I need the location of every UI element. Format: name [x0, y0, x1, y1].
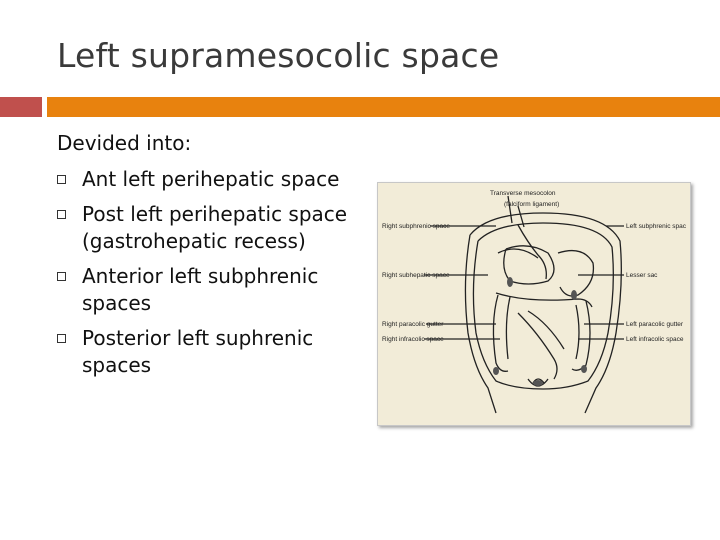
label-left-paracolic: Left paracolic gutter — [626, 321, 684, 328]
small-bowel-mesentery — [517, 312, 558, 380]
slide-title: Left supramesocolic space — [57, 36, 500, 75]
anatomy-diagram: Transverse mesocolon (falciform ligament… — [377, 182, 691, 426]
label-right-subhepatic: Right subhepatic space — [382, 272, 450, 279]
stomach-outline — [557, 249, 595, 297]
bullet-item: Anterior left subphrenic spaces — [57, 263, 357, 317]
bullet-text: Anterior left subphrenic spaces — [82, 264, 319, 315]
descending-colon — [571, 300, 591, 371]
liver-outline — [503, 245, 555, 285]
label-left-infracolic: Left infracolic space — [626, 336, 684, 343]
bullet-list: Ant left perihepatic space Post left per… — [57, 166, 357, 387]
transverse-colon — [495, 292, 593, 308]
square-bullet-icon — [57, 272, 66, 281]
title-accent-bar-red — [0, 97, 42, 117]
square-bullet-icon — [57, 175, 66, 184]
bullet-item: Posterior left suphrenic spaces — [57, 325, 357, 379]
label-right-subphrenic: Right subphrenic space — [382, 223, 450, 230]
bullet-text: Ant left perihepatic space — [82, 167, 340, 191]
label-falciform-ligament: (falciform ligament) — [504, 201, 559, 208]
peritoneal-lining — [472, 222, 614, 390]
ascending-colon — [492, 294, 509, 372]
label-lesser-sac: Lesser sac — [626, 272, 658, 279]
label-right-paracolic: Right paracolic gutter — [382, 321, 444, 328]
bullet-item: Post left perihepatic space (gastrohepat… — [57, 201, 357, 255]
bullet-text: Posterior left suphrenic spaces — [82, 326, 314, 377]
label-left-subphrenic: Left subphrenic spac — [626, 223, 687, 230]
title-accent-bar-orange — [47, 97, 720, 117]
square-bullet-icon — [57, 210, 66, 219]
square-bullet-icon — [57, 334, 66, 343]
falciform-ligament — [517, 224, 547, 280]
bullet-item: Ant left perihepatic space — [57, 166, 357, 193]
body-contour — [464, 212, 622, 414]
intro-text: Devided into: — [57, 131, 192, 155]
label-transverse-mesocolon: Transverse mesocolon — [490, 190, 556, 197]
bullet-text: Post left perihepatic space (gastrohepat… — [82, 202, 348, 253]
label-right-infracolic: Right infracolic space — [382, 336, 444, 343]
peritoneal-spaces-drawing: Transverse mesocolon (falciform ligament… — [382, 190, 687, 414]
